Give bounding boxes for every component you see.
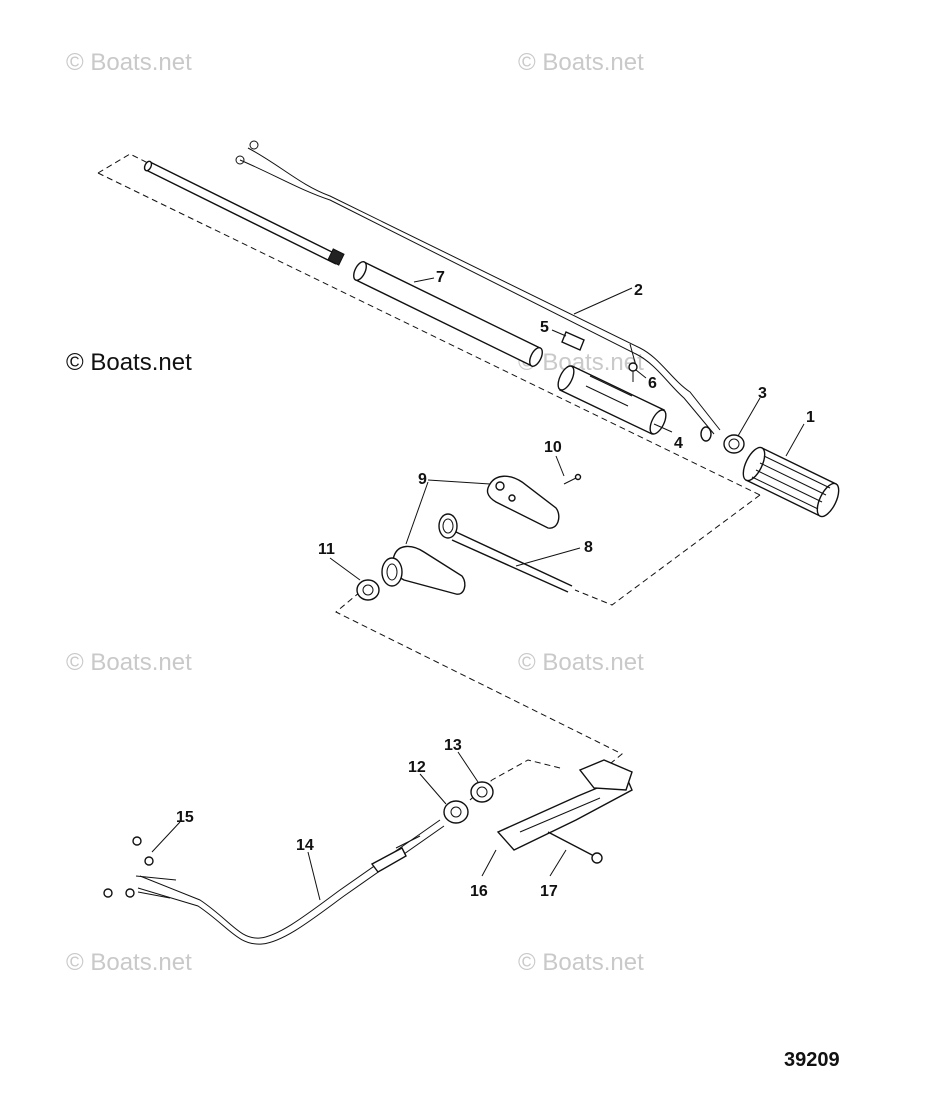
washer xyxy=(356,579,380,601)
callout-label: 15 xyxy=(176,809,194,826)
watermark: © Boats.net xyxy=(518,949,644,976)
watermark: © Boats.net xyxy=(66,349,192,376)
watermark: © Boats.net xyxy=(518,49,644,76)
bolt xyxy=(547,831,603,864)
callout-label: 8 xyxy=(584,539,593,556)
callout-label: 7 xyxy=(436,269,445,286)
assembly-guide-lines xyxy=(97,153,761,801)
callout-label: 12 xyxy=(408,759,426,776)
shaft xyxy=(438,513,573,593)
retainer-clip xyxy=(561,331,585,351)
bushing xyxy=(723,434,745,454)
tiller-rod xyxy=(143,160,345,266)
watermark: © Boats.net xyxy=(66,49,192,76)
watermark: © Boats.net xyxy=(518,649,644,676)
washer xyxy=(700,426,712,442)
callout-label: 4 xyxy=(674,435,683,452)
diagram-id: 39209 xyxy=(784,1049,840,1071)
grommet xyxy=(470,781,494,803)
watermark: © Boats.net xyxy=(66,949,192,976)
callout-label: 16 xyxy=(470,883,488,900)
leader-lines xyxy=(151,277,805,901)
throttle-grip xyxy=(742,446,840,518)
nut xyxy=(103,836,154,898)
screw xyxy=(628,362,638,382)
throttle-cable-upper xyxy=(235,140,721,435)
callout-label: 14 xyxy=(296,837,314,854)
callout-label: 1 xyxy=(806,409,815,426)
callout-label: 9 xyxy=(418,471,427,488)
screw xyxy=(563,473,582,485)
callout-labels: 1 2 3 4 5 6 7 8 9 10 11 12 13 14 15 16 1… xyxy=(176,269,815,900)
callout-label: 10 xyxy=(544,439,562,456)
watermark: © Boats.net xyxy=(66,649,192,676)
callout-label: 11 xyxy=(318,541,335,558)
callout-label: 17 xyxy=(540,883,558,900)
callout-label: 3 xyxy=(758,385,767,402)
callout-label: 2 xyxy=(634,282,643,299)
callout-label: 6 xyxy=(648,375,657,392)
tiller-housing-upper xyxy=(486,475,560,529)
tiller-tube xyxy=(353,261,543,367)
callout-label: 13 xyxy=(444,737,462,754)
tiller-bracket xyxy=(496,759,633,851)
tiller-housing-lower xyxy=(381,545,466,595)
throttle-cable-lower xyxy=(135,819,445,945)
nut xyxy=(443,800,469,824)
callout-label: 5 xyxy=(540,319,549,336)
throttle-tube xyxy=(557,365,667,435)
